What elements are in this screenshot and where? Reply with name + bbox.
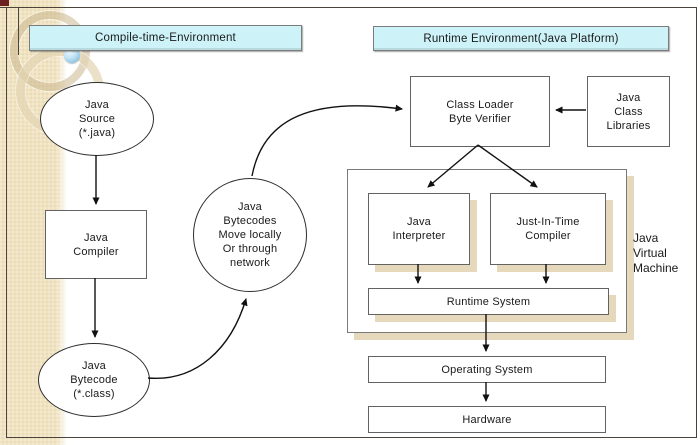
frame-line-left (6, 7, 7, 437)
arrow-classloader-to-jit (477, 144, 538, 188)
node-hardware: Hardware (368, 406, 606, 433)
node-java-source: Java Source (*.java) (40, 82, 154, 156)
header-compile-time-environment: Compile-time-Environment (29, 25, 302, 51)
node-java-interpreter: Java Interpreter (368, 193, 470, 265)
node-bytecodes-move: Java Bytecodes Move locally Or through n… (193, 178, 307, 292)
frame-line-corner-cross (18, 7, 19, 55)
node-runtime-system: Runtime System (368, 288, 609, 315)
arrow-bytecode-to-move (147, 298, 248, 379)
node-operating-system: Operating System (368, 356, 606, 383)
node-java-class-libraries: Java Class Libraries (587, 76, 670, 147)
frame-line-right (696, 7, 697, 437)
corner-accent-square (0, 0, 9, 6)
header-runtime-environment: Runtime Environment(Java Platform) (373, 26, 669, 51)
frame-line-bottom (6, 437, 697, 438)
sphere-bullet-icon (64, 47, 80, 63)
jvm-side-label: Java Virtual Machine (633, 231, 679, 275)
node-class-loader: Class Loader Byte Verifier (410, 76, 550, 147)
arrow-move-to-classloader (251, 104, 403, 177)
node-jit-compiler: Just-In-Time Compiler (490, 193, 606, 265)
node-java-compiler: Java Compiler (45, 210, 147, 279)
arrow-classloader-to-interpreter (427, 144, 479, 188)
node-java-bytecode: Java Bytecode (*.class) (38, 343, 150, 417)
frame-line-top (0, 7, 697, 8)
